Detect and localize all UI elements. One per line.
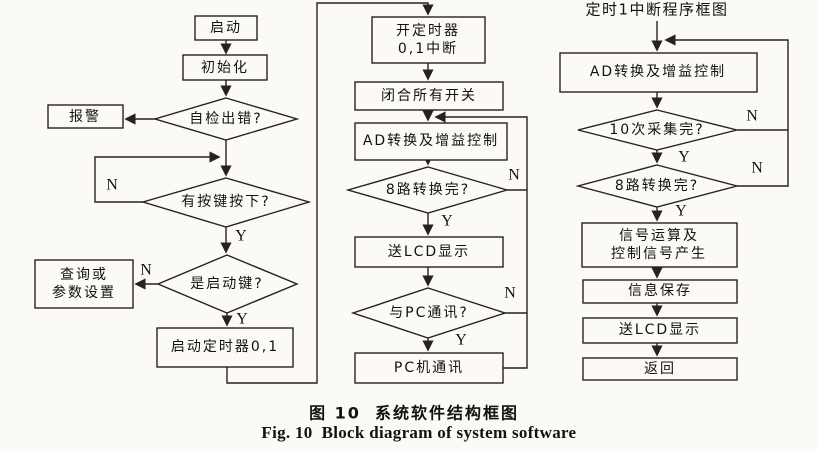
keycheck-yes-label: Y xyxy=(235,227,247,245)
ad-box-outline xyxy=(354,122,508,161)
signal-box-outline xyxy=(581,222,738,268)
caption-en-text: Block diagram of system software xyxy=(321,422,577,442)
startkey-yes-label: Y xyxy=(236,310,248,328)
lcd-node-label: 送LCD显示 xyxy=(387,243,471,260)
switches-box-outline xyxy=(354,81,504,111)
alarm-box-outline xyxy=(47,104,124,129)
return-node-label: 返回 xyxy=(644,360,676,377)
caption-en-number: Fig. 10 xyxy=(261,422,313,442)
start-node-label: 启动 xyxy=(210,19,242,36)
loop-middle-return xyxy=(434,111,528,369)
pc-comm-node-label: PC机通讯 xyxy=(393,359,465,376)
collect10-yes-label: Y xyxy=(678,148,690,166)
startkey-node-label: 是启动键? xyxy=(190,275,264,292)
keycheck-diamond-outline xyxy=(140,177,312,228)
connector-timer-to-opentimer xyxy=(226,2,434,384)
init-node-label: 初始化 xyxy=(201,59,249,76)
lcd2-node-label: 送LCD显示 xyxy=(618,321,702,338)
caption-zh-number: 图 10 xyxy=(309,403,361,423)
start-box-outline xyxy=(194,15,258,41)
ad2-box-outline xyxy=(559,52,758,93)
keycheck-node-label: 有按键按下? xyxy=(181,193,271,210)
collect10-diamond-outline xyxy=(577,109,738,151)
collect10-no-label: N xyxy=(746,107,758,125)
lcd-box-outline xyxy=(354,236,504,268)
startkey-diamond-outline xyxy=(156,254,299,314)
collect10-node-label: 10次采集完? xyxy=(609,121,705,138)
start-timer-node-label: 启动定时器0,1 xyxy=(170,338,280,355)
conv8b-diamond-outline xyxy=(575,164,740,208)
selfcheck-node-label: 自检出错? xyxy=(189,110,263,127)
save-node-label: 信息保存 xyxy=(628,282,692,299)
pcq-diamond-outline xyxy=(350,287,508,339)
open-timer-node-label: 开定时器 0,1中断 xyxy=(396,22,460,57)
loop-keycheck-no xyxy=(94,151,221,203)
conv8-no-label: N xyxy=(508,166,520,184)
pcq-no-label: N xyxy=(504,284,516,302)
alarm-node-label: 报警 xyxy=(69,108,101,125)
query-node-label: 查询或 参数设置 xyxy=(52,266,116,301)
ad2-node-label: AD转换及增益控制 xyxy=(589,63,727,80)
pcq-yes-label: Y xyxy=(455,331,467,349)
init-box-outline xyxy=(182,54,268,81)
signal-node-label: 信号运算及 控制信号产生 xyxy=(611,227,707,262)
startkey-no-label: N xyxy=(140,261,152,279)
save-box-outline xyxy=(582,279,738,304)
lcd2-box-outline xyxy=(582,317,738,344)
pcq-node-label: 与PC通讯? xyxy=(389,304,469,321)
query-box-outline xyxy=(34,259,134,309)
loop-right-return xyxy=(664,34,789,187)
conv8b-node-label: 8路转换完? xyxy=(614,177,700,194)
pc-comm-box-outline xyxy=(354,352,504,384)
conv8b-yes-label: Y xyxy=(675,202,687,220)
switches-node-label: 闭合所有开关 xyxy=(381,87,477,104)
timer1-flow-title: 定时1中断程序框图 xyxy=(585,0,729,19)
conv8b-no-label: N xyxy=(751,159,763,177)
conv8-node-label: 8路转换完? xyxy=(385,181,471,198)
conv8-diamond-outline xyxy=(345,166,510,214)
return-box-outline xyxy=(582,357,738,381)
selfcheck-diamond-outline xyxy=(152,97,300,141)
keycheck-no-label: N xyxy=(106,176,118,194)
start-timer-box-outline xyxy=(156,327,294,368)
ad-node-label: AD转换及增益控制 xyxy=(362,132,500,149)
caption-zh-text: 系统软件结构框图 xyxy=(374,403,520,423)
conv8-yes-label: Y xyxy=(441,212,453,230)
open-timer-box-outline xyxy=(371,16,486,64)
